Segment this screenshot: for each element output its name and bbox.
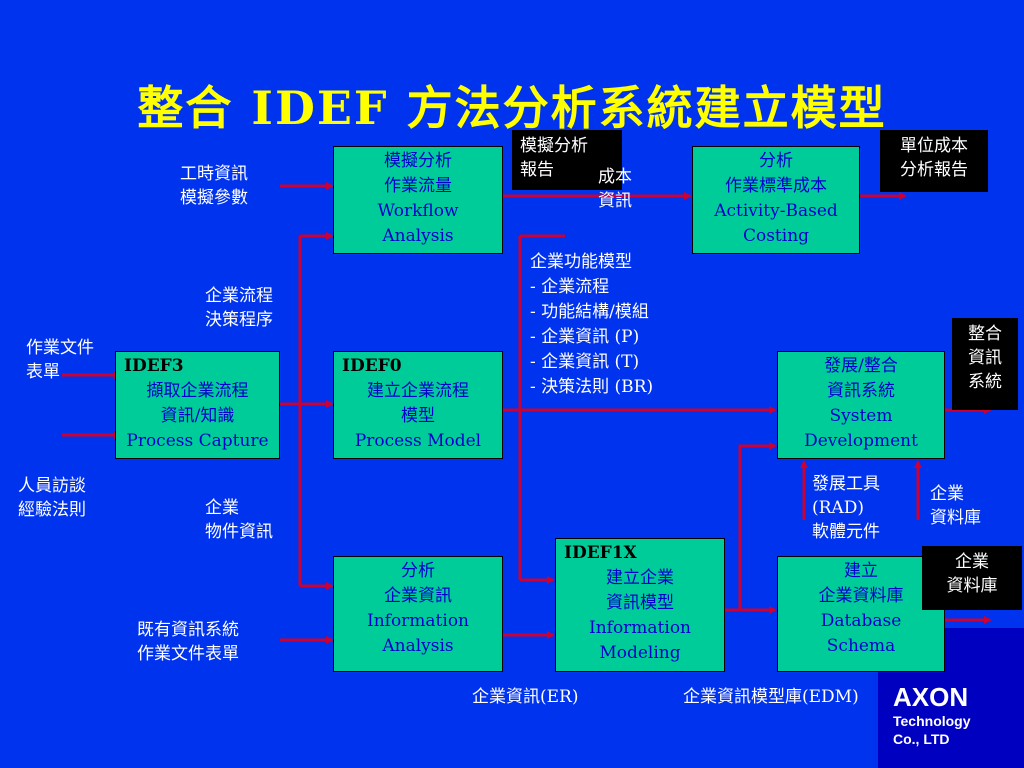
box-line: 分析報告 bbox=[900, 160, 968, 180]
information-analysis-box: 分析 企業資訊 Information Analysis bbox=[333, 556, 503, 672]
box-line: Activity-Based bbox=[714, 201, 838, 221]
box-line: 模擬分析 bbox=[520, 136, 588, 156]
label-line: 企業流程 bbox=[205, 286, 273, 306]
box-line: 分析 bbox=[759, 151, 793, 171]
box-line: Information bbox=[366, 611, 470, 631]
label-line: 成本 bbox=[598, 167, 632, 187]
label-line: 既有資訊系統 bbox=[137, 620, 239, 640]
box-line: 發展/整合 bbox=[824, 356, 898, 376]
label-line: (RAD) bbox=[812, 498, 864, 518]
simulation-report-box: 模擬分析 報告 bbox=[512, 130, 622, 190]
box-line: 單位成本 bbox=[900, 136, 968, 156]
box-line: System bbox=[829, 406, 893, 426]
workflow-analysis-box: 模擬分析 作業流量 Workflow Analysis bbox=[333, 146, 503, 254]
label-line: 資料庫 bbox=[930, 508, 981, 528]
label-line: 企業 bbox=[205, 498, 239, 518]
idef0-box: IDEF0 建立企業流程 模型 Process Model bbox=[333, 351, 503, 459]
label-line: 表單 bbox=[26, 362, 60, 382]
label-line: - 企業資訊 (P) bbox=[530, 327, 640, 347]
box-heading: IDEF3 bbox=[124, 356, 184, 376]
label-line: 作業文件 bbox=[26, 338, 94, 358]
box-line: 企業 bbox=[955, 552, 989, 572]
costing-box: 分析 作業標準成本 Activity-Based Costing bbox=[692, 146, 860, 254]
box-line: 資料庫 bbox=[946, 576, 998, 596]
box-line: 資訊 bbox=[968, 348, 1002, 368]
label-line: 作業文件表單 bbox=[137, 644, 239, 664]
box-line: Modeling bbox=[599, 643, 681, 663]
box-line: 模型 bbox=[401, 406, 435, 426]
box-line: 擷取企業流程 bbox=[146, 381, 249, 401]
work-time-label: 工時資訊 模擬參數 bbox=[180, 162, 248, 210]
box-line: Analysis bbox=[382, 226, 454, 246]
label-line: - 企業資訊 (T) bbox=[530, 352, 640, 372]
label-line: - 企業流程 bbox=[530, 277, 610, 297]
box-line: Database bbox=[820, 611, 902, 631]
box-line: 資訊系統 bbox=[827, 381, 895, 401]
edm-label: 企業資訊模型庫(EDM) bbox=[683, 687, 859, 707]
page-title: 整合 IDEF 方法分析系統建立模型 bbox=[137, 81, 887, 135]
integrated-system-box: 整合 資訊 系統 bbox=[952, 318, 1018, 410]
box-line: 作業流量 bbox=[384, 176, 452, 196]
label-line: 經驗法則 bbox=[18, 500, 86, 520]
box-heading: IDEF0 bbox=[342, 356, 402, 376]
er-label: 企業資訊(ER) bbox=[472, 687, 579, 707]
interview-label: 人員訪談 經驗法則 bbox=[18, 474, 86, 522]
label-line: 人員訪談 bbox=[18, 476, 86, 496]
box-line: Process Capture bbox=[126, 431, 269, 451]
box-line: Development bbox=[804, 431, 918, 451]
logo-line: Technology bbox=[893, 713, 971, 729]
box-line: Analysis bbox=[382, 636, 454, 656]
box-heading: IDEF1X bbox=[564, 543, 637, 563]
label-line: 物件資訊 bbox=[205, 522, 273, 542]
dev-tools-label: 發展工具 (RAD) 軟體元件 bbox=[812, 472, 880, 544]
box-line: 建立企業流程 bbox=[367, 381, 469, 401]
box-line: 作業標準成本 bbox=[725, 176, 827, 196]
label-line: 資訊 bbox=[598, 191, 632, 211]
label-line: 決策程序 bbox=[205, 310, 273, 330]
label-line: - 功能結構/模組 bbox=[530, 302, 649, 322]
box-line: Information bbox=[588, 618, 692, 638]
box-line: 報告 bbox=[520, 160, 554, 180]
box-line: 分析 bbox=[401, 561, 435, 581]
label-line: - 決策法則 (BR) bbox=[530, 377, 654, 397]
cost-info-label: 成本 資訊 bbox=[598, 165, 632, 213]
system-development-box: 發展/整合 資訊系統 System Development bbox=[777, 351, 945, 459]
logo-name: AXON bbox=[893, 682, 969, 712]
box-line: Process Model bbox=[354, 431, 482, 451]
label-line: 企業功能模型 bbox=[530, 252, 632, 272]
box-line: 企業資訊 bbox=[384, 586, 452, 606]
label-line: 工時資訊 bbox=[180, 164, 248, 184]
box-line: 整合 bbox=[968, 324, 1002, 344]
box-line: 資訊/知識 bbox=[160, 406, 235, 426]
idef1x-box: IDEF1X 建立企業 資訊模型 Information Modeling bbox=[555, 538, 725, 672]
label-line: 企業 bbox=[930, 484, 964, 504]
box-line: 建立 bbox=[844, 561, 878, 581]
enterprise-db-label: 企業 資料庫 bbox=[930, 482, 981, 530]
box-line: 企業資料庫 bbox=[818, 586, 904, 606]
box-line: 模擬分析 bbox=[384, 151, 452, 171]
object-info-label: 企業 物件資訊 bbox=[205, 496, 273, 544]
box-line: 系統 bbox=[968, 372, 1002, 392]
database-schema-box: 建立 企業資料庫 Database Schema bbox=[777, 556, 945, 672]
label-line: 模擬參數 bbox=[180, 188, 248, 208]
idef3-box: IDEF3 擷取企業流程 資訊/知識 Process Capture bbox=[115, 351, 280, 459]
axon-logo: AXON Technology Co., LTD bbox=[893, 682, 971, 748]
functional-model-label: 企業功能模型 - 企業流程 - 功能結構/模組 - 企業資訊 (P) - 企業資… bbox=[530, 250, 653, 400]
existing-systems-label: 既有資訊系統 作業文件表單 bbox=[137, 618, 239, 666]
box-line: Costing bbox=[742, 226, 810, 246]
box-line: Schema bbox=[826, 636, 896, 656]
process-decision-label: 企業流程 決策程序 bbox=[205, 284, 273, 332]
logo-line: Co., LTD bbox=[893, 731, 950, 747]
unit-cost-report-box: 單位成本 分析報告 bbox=[880, 130, 988, 192]
label-line: 發展工具 bbox=[812, 474, 880, 494]
box-line: 資訊模型 bbox=[606, 593, 674, 613]
label-line: 軟體元件 bbox=[812, 522, 880, 542]
box-line: Workflow bbox=[377, 201, 459, 221]
box-line: 建立企業 bbox=[606, 568, 674, 588]
work-docs-label: 作業文件 表單 bbox=[26, 336, 94, 384]
enterprise-database-box: 企業 資料庫 bbox=[922, 546, 1022, 610]
